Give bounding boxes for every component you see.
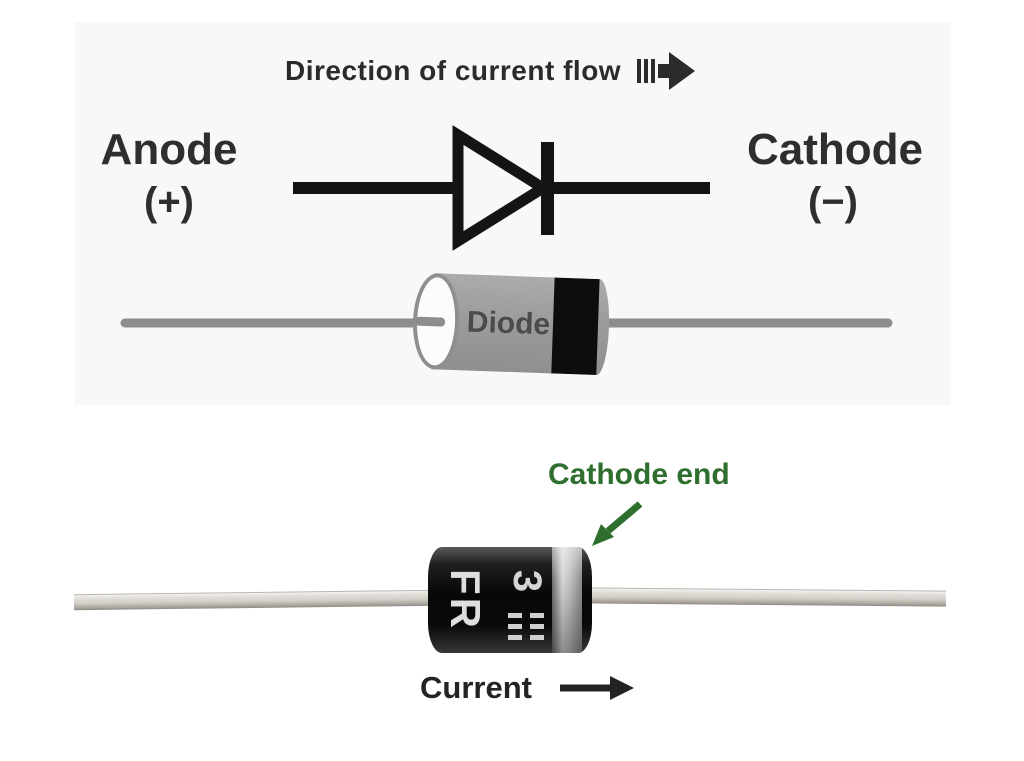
current-label: Current [420,670,532,705]
cathode-polarity: (−) [808,180,858,224]
cathode-label: Cathode [747,125,923,174]
speed-lines-right-arrow-icon [637,52,696,90]
diode-body-label: Diode [466,305,551,342]
heading-row: Direction of current flow [285,50,697,92]
photo-marking-dashes [508,611,550,645]
photo-marking-secondary: 3 [505,569,550,593]
diode-illustration: Diode [411,272,611,376]
anode-polarity: (+) [144,180,194,224]
dash-column [508,611,522,645]
photo-lead-left [73,589,435,611]
cathode-end-callout: Cathode end [548,458,730,491]
photo-diode-body: FR 3 [428,547,592,653]
right-arrow-icon [559,676,634,700]
schematic-panel: Direction of current flow Anode (+) Cath… [75,22,951,405]
cathode-band [551,277,600,376]
dash-column [530,611,544,645]
cathode-terminal: Cathode (−) [747,124,923,228]
down-left-arrow-icon [592,501,643,546]
anode-label: Anode [100,125,238,174]
photo-lead-right [583,587,947,607]
diode-symbol [293,125,710,251]
lead-stub [414,316,446,327]
anode-terminal: Anode (+) [83,124,255,228]
photo-cathode-band [552,547,582,653]
current-flow-caption: Current [420,670,636,706]
heading-label: Direction of current flow [285,55,622,86]
photo-marking-primary: FR [442,569,489,631]
